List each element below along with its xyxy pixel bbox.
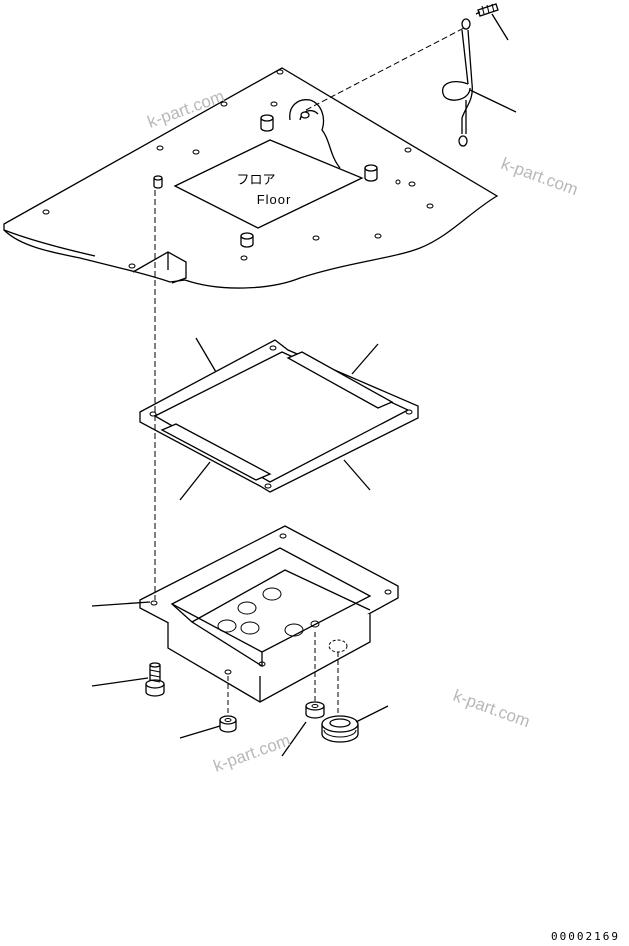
watermark-4: k-part.com — [211, 730, 293, 775]
watermark-3: k-part.com — [451, 686, 533, 731]
nut-left — [219, 715, 237, 733]
floor-studs — [153, 114, 378, 248]
nut-right — [305, 701, 325, 719]
floor-plate: フロア Floor — [3, 67, 499, 289]
bolt — [145, 662, 165, 697]
leader-lines — [91, 13, 517, 757]
grommet — [321, 715, 359, 743]
floor-holes — [42, 69, 434, 269]
box-floor-holes — [217, 587, 348, 675]
floor-label-en: Floor — [257, 192, 292, 207]
gasket-frame — [139, 339, 419, 493]
watermark-2: k-part.com — [499, 154, 581, 199]
ground-cable — [305, 3, 499, 147]
floor-box — [139, 525, 399, 703]
floor-label-jp: フロア — [236, 172, 275, 187]
box-flange-holes — [150, 533, 392, 667]
drawing-number: 00002169 — [551, 930, 620, 943]
center-lines — [154, 190, 339, 720]
